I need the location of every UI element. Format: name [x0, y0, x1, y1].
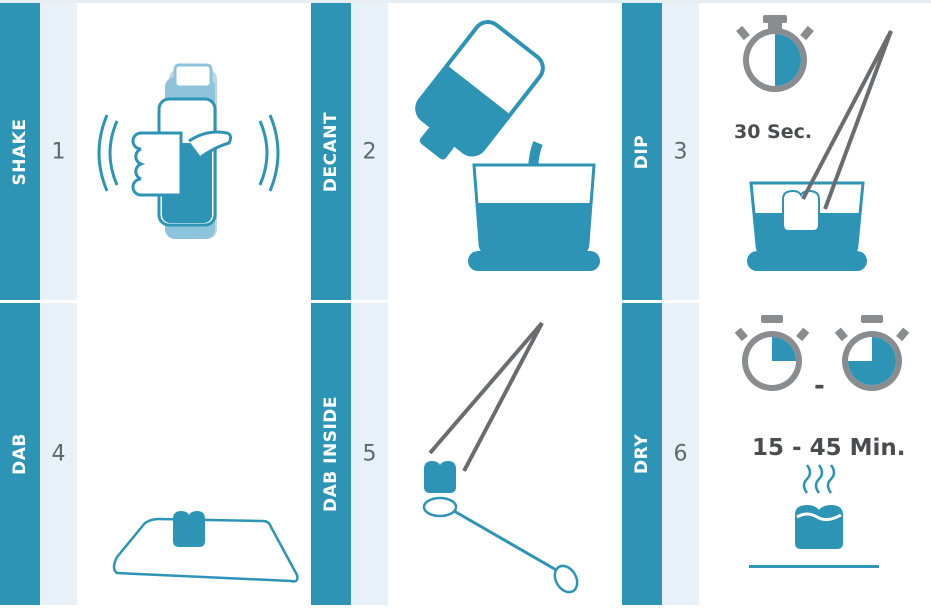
step-shake: SHAKE 1	[0, 3, 310, 300]
step-band: DECANT	[311, 3, 351, 300]
step-number: 5	[351, 442, 388, 467]
dip-tweezers-icon	[699, 3, 931, 300]
step-band: SHAKE	[0, 3, 40, 300]
timer-icon	[735, 315, 810, 391]
step-number: 2	[351, 139, 388, 164]
step-illustration	[388, 3, 621, 300]
timer-dash: -	[814, 371, 825, 401]
step-label: DAB	[10, 433, 30, 475]
step-number-column: 1	[40, 3, 77, 300]
step-decant: DECANT 2	[311, 3, 621, 300]
step-number-column: 5	[351, 303, 388, 605]
step-band: DRY	[622, 303, 662, 605]
step-label: SHAKE	[10, 118, 30, 185]
dab-cloth-icon	[77, 303, 310, 605]
step-label: DECANT	[321, 111, 341, 191]
step-band: DAB	[0, 303, 40, 605]
timer-icon	[736, 15, 814, 92]
step-label: DRY	[632, 434, 652, 474]
step-band: DIP	[622, 3, 662, 300]
step-label: DIP	[632, 134, 652, 168]
step-number: 6	[662, 442, 699, 467]
step-dab-inside: DAB INSIDE 5	[311, 303, 621, 605]
step-illustration	[77, 3, 310, 300]
step-dry: DRY 6	[622, 303, 931, 605]
step-number: 1	[40, 139, 77, 164]
step-dab: DAB 4	[0, 303, 310, 605]
timer-icon	[835, 315, 910, 391]
step-dip: DIP 3	[622, 3, 931, 300]
decant-icon	[388, 3, 621, 300]
step-number-column: 4	[40, 303, 77, 605]
step-label: DAB INSIDE	[321, 396, 341, 512]
step-number-column: 2	[351, 3, 388, 300]
step-illustration	[699, 3, 931, 300]
step-band: DAB INSIDE	[311, 303, 351, 605]
step-number-column: 6	[662, 303, 699, 605]
dip-time-label: 30 Sec.	[734, 121, 812, 143]
shake-bottle-icon	[77, 3, 310, 300]
dry-time-label: 15 - 45 Min.	[752, 435, 905, 461]
step-number: 3	[662, 139, 699, 164]
step-number: 4	[40, 442, 77, 467]
step-illustration	[388, 303, 621, 605]
step-number-column: 3	[662, 3, 699, 300]
step-illustration	[77, 303, 310, 605]
dab-swab-icon	[388, 303, 621, 605]
